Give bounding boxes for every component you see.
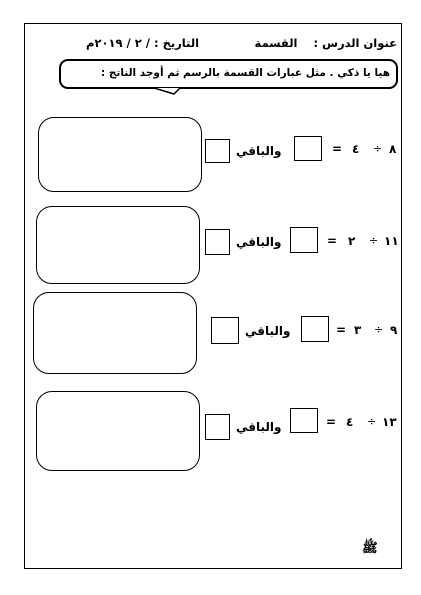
equals-sign: =: [327, 234, 338, 248]
dividend: ١١: [384, 234, 399, 248]
remainder-answer-box[interactable]: [205, 414, 230, 440]
worksheet-page: [24, 23, 402, 569]
quotient-answer-box[interactable]: [290, 408, 318, 433]
problem-row: والباقي = ٤ ÷ ٨: [0, 117, 421, 207]
divide-sign: ÷: [373, 142, 383, 155]
equals-sign: =: [336, 323, 347, 337]
quotient-answer-box[interactable]: [290, 227, 318, 253]
divisor: ٣: [354, 323, 362, 337]
divisor: ٢: [348, 234, 356, 248]
divide-sign: ÷: [367, 415, 377, 428]
date-text: التاريخ : / ٢ / ٢٠١٩م: [86, 36, 200, 50]
instruction-text: هيا يا ذكي . مثل عبارات القسمة بالرسم ثم…: [101, 67, 390, 79]
dividend: ٩: [390, 323, 398, 337]
remainder-label: والباقي: [236, 420, 282, 434]
equals-sign: =: [332, 142, 343, 156]
remainder-answer-box[interactable]: [205, 229, 230, 255]
remainder-label: والباقي: [236, 144, 282, 158]
instruction-bubble: هيا يا ذكي . مثل عبارات القسمة بالرسم ثم…: [59, 59, 398, 95]
divisor: ٤: [346, 415, 354, 429]
problem-row: والباقي = ٤ ÷ ١٣: [0, 391, 421, 481]
speech-tail-icon: [154, 87, 181, 95]
divisor: ٤: [352, 142, 360, 156]
quotient-answer-box[interactable]: [294, 136, 322, 161]
drawing-box[interactable]: [36, 206, 200, 284]
quotient-answer-box[interactable]: [301, 316, 329, 342]
problem-row: والباقي = ٣ ÷ ٩: [0, 292, 421, 382]
remainder-label: والباقي: [245, 324, 291, 338]
dividend: ٨: [389, 142, 397, 156]
divide-sign: ÷: [374, 323, 384, 336]
remainder-answer-box[interactable]: [211, 317, 239, 344]
remainder-label: والباقي: [236, 235, 282, 249]
remainder-answer-box[interactable]: [205, 139, 230, 163]
equals-sign: =: [326, 415, 337, 429]
drawing-box[interactable]: [33, 292, 197, 374]
divide-sign: ÷: [369, 234, 379, 247]
lesson-title: عنوان الدرس : القسمة: [255, 36, 397, 50]
problem-row: والباقي = ٢ ÷ ١١: [0, 206, 421, 296]
author-signature-logo: ﷺ: [362, 541, 378, 556]
drawing-box[interactable]: [36, 391, 200, 471]
lesson-label: عنوان الدرس :: [313, 36, 397, 50]
drawing-box[interactable]: [38, 117, 202, 192]
lesson-name: القسمة: [254, 36, 298, 50]
dividend: ١٣: [382, 415, 397, 429]
